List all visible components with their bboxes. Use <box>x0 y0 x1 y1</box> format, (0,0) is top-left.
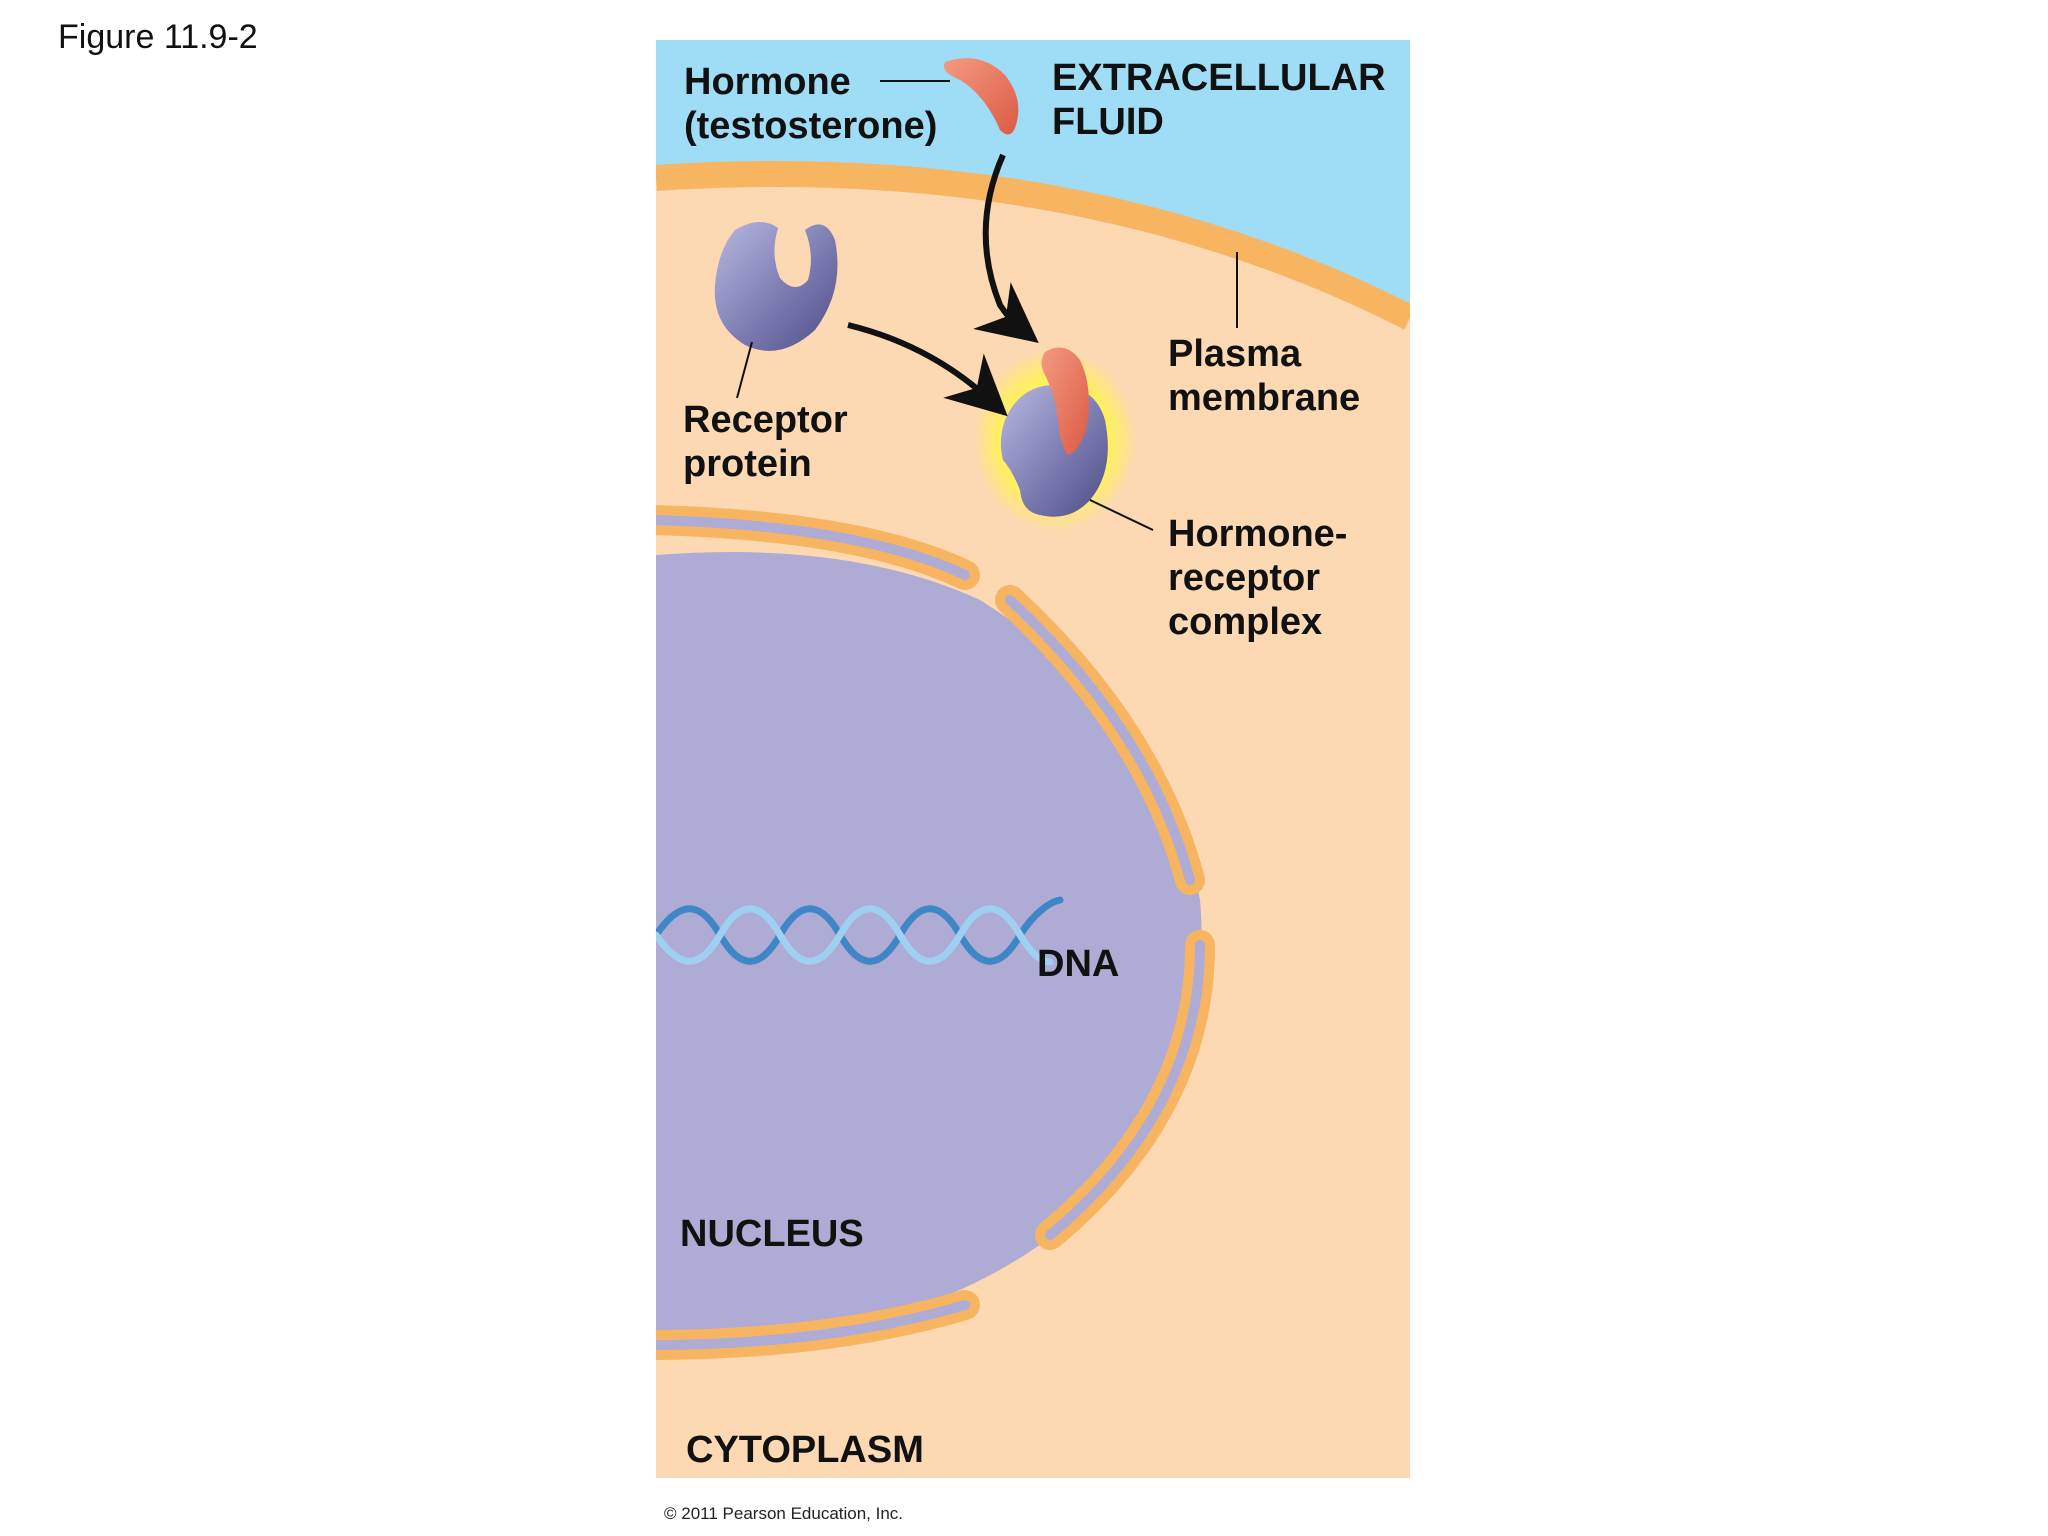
nucleus-label: NUCLEUS <box>680 1213 864 1255</box>
complex-label-line2: receptor <box>1168 557 1320 599</box>
receptor-protein <box>714 221 838 351</box>
copyright-text: © 2011 Pearson Education, Inc. <box>664 1504 903 1523</box>
complex-label-line1: Hormone- <box>1168 513 1347 555</box>
complex-leader-line <box>1089 499 1154 531</box>
complex-label-line3: complex <box>1168 601 1322 643</box>
ecf-label-line1: EXTRACELLULAR <box>1052 57 1386 99</box>
hormone-label-line1: Hormone <box>684 61 851 103</box>
receptor-leader-line <box>736 341 753 399</box>
plasma-membrane <box>656 161 1410 330</box>
receptor-label-line1: Receptor <box>683 399 848 441</box>
nucleus-region <box>656 552 1202 1333</box>
ecf-label-line2: FLUID <box>1052 101 1164 143</box>
hormone-entry-arrow <box>973 153 1039 343</box>
nuclear-envelope <box>656 505 1215 1360</box>
dna-helix <box>656 896 1064 966</box>
cell-panel <box>656 40 1410 1478</box>
plasma-label-line2: membrane <box>1168 377 1360 419</box>
complex-hormone <box>1041 347 1089 455</box>
hormone-label-line2: (testosterone) <box>684 105 937 147</box>
hormone-molecule <box>944 58 1019 135</box>
dna-label: DNA <box>1037 943 1119 985</box>
figure-title: Figure 11.9-2 <box>58 18 258 56</box>
receptor-binding-arrow <box>847 322 1008 417</box>
cytoplasm-label: CYTOPLASM <box>686 1429 924 1471</box>
plasma-label-line1: Plasma <box>1168 333 1302 375</box>
receptor-label-line2: protein <box>683 443 812 485</box>
